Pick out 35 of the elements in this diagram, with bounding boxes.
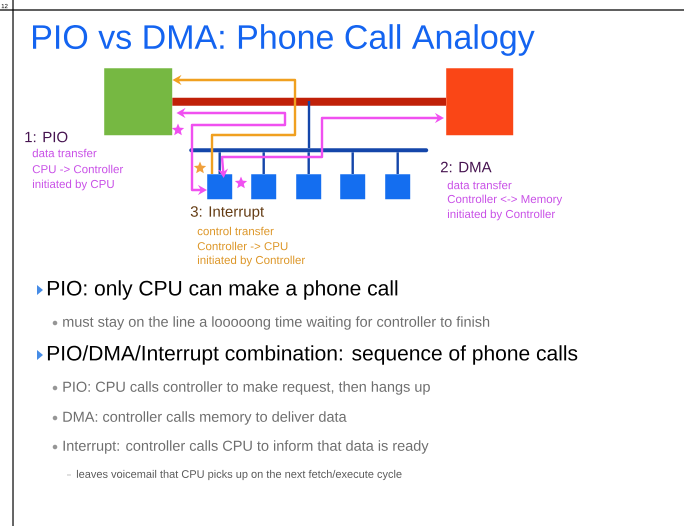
- device-box: [296, 174, 322, 200]
- connector-line: [262, 152, 265, 174]
- annotation-text: 2: DMA: [440, 162, 492, 172]
- annotation-text: Controller <-> Memory: [448, 194, 562, 206]
- bullet-text: Interrupt: controller calls CPU to inform that data is ready: [64, 440, 429, 454]
- connector-line: [308, 101, 310, 148]
- annotation-text: initiated by Controller: [448, 210, 555, 220]
- slide-title: PIO vs DMA: Phone Call Analogy: [33, 24, 535, 56]
- annotation-text: Controller -> CPU: [198, 242, 288, 250]
- processor-box: [104, 68, 172, 136]
- bullet-text: leaves voicemail that CPU picks up on the next fetch/execute cycle: [76, 470, 402, 480]
- connector-line: [218, 152, 221, 174]
- bullet-text: DMA: controller calls memory to deliver data: [63, 411, 347, 425]
- annotation-text: initiated by CPU: [32, 180, 114, 190]
- annotation-text: 1: PIO: [25, 132, 68, 142]
- device-box: [251, 174, 276, 200]
- bus-line: [172, 98, 446, 106]
- connector-line: [352, 152, 354, 174]
- bullet-text: PIO: CPU calls controller to make request, then hangs up: [63, 381, 430, 395]
- annotation-text: data transfer: [32, 148, 97, 158]
- device-box: [207, 174, 232, 200]
- bullet-text: must stay on the line a looooong time waiting for controller to finish: [63, 316, 490, 330]
- device-box: [385, 174, 410, 200]
- annotation-text: CPU -> Controller: [32, 164, 124, 174]
- connector-line: [396, 152, 399, 174]
- bullet-text: PIO: only CPU can make a phone call: [48, 280, 398, 300]
- annotation-text: data transfer: [448, 180, 512, 190]
- bullet-text: PIO/DMA/Interrupt combination: sequence of phone calls: [48, 345, 578, 365]
- device-box: [340, 174, 366, 200]
- connector-line: [308, 152, 310, 174]
- bus-bar: [189, 148, 428, 152]
- annotation-text: initiated by Controller: [198, 256, 305, 266]
- memory-box: [446, 68, 514, 136]
- annotation-text: 3: Interrupt: [190, 206, 264, 220]
- annotation-text: control transfer: [198, 226, 274, 236]
